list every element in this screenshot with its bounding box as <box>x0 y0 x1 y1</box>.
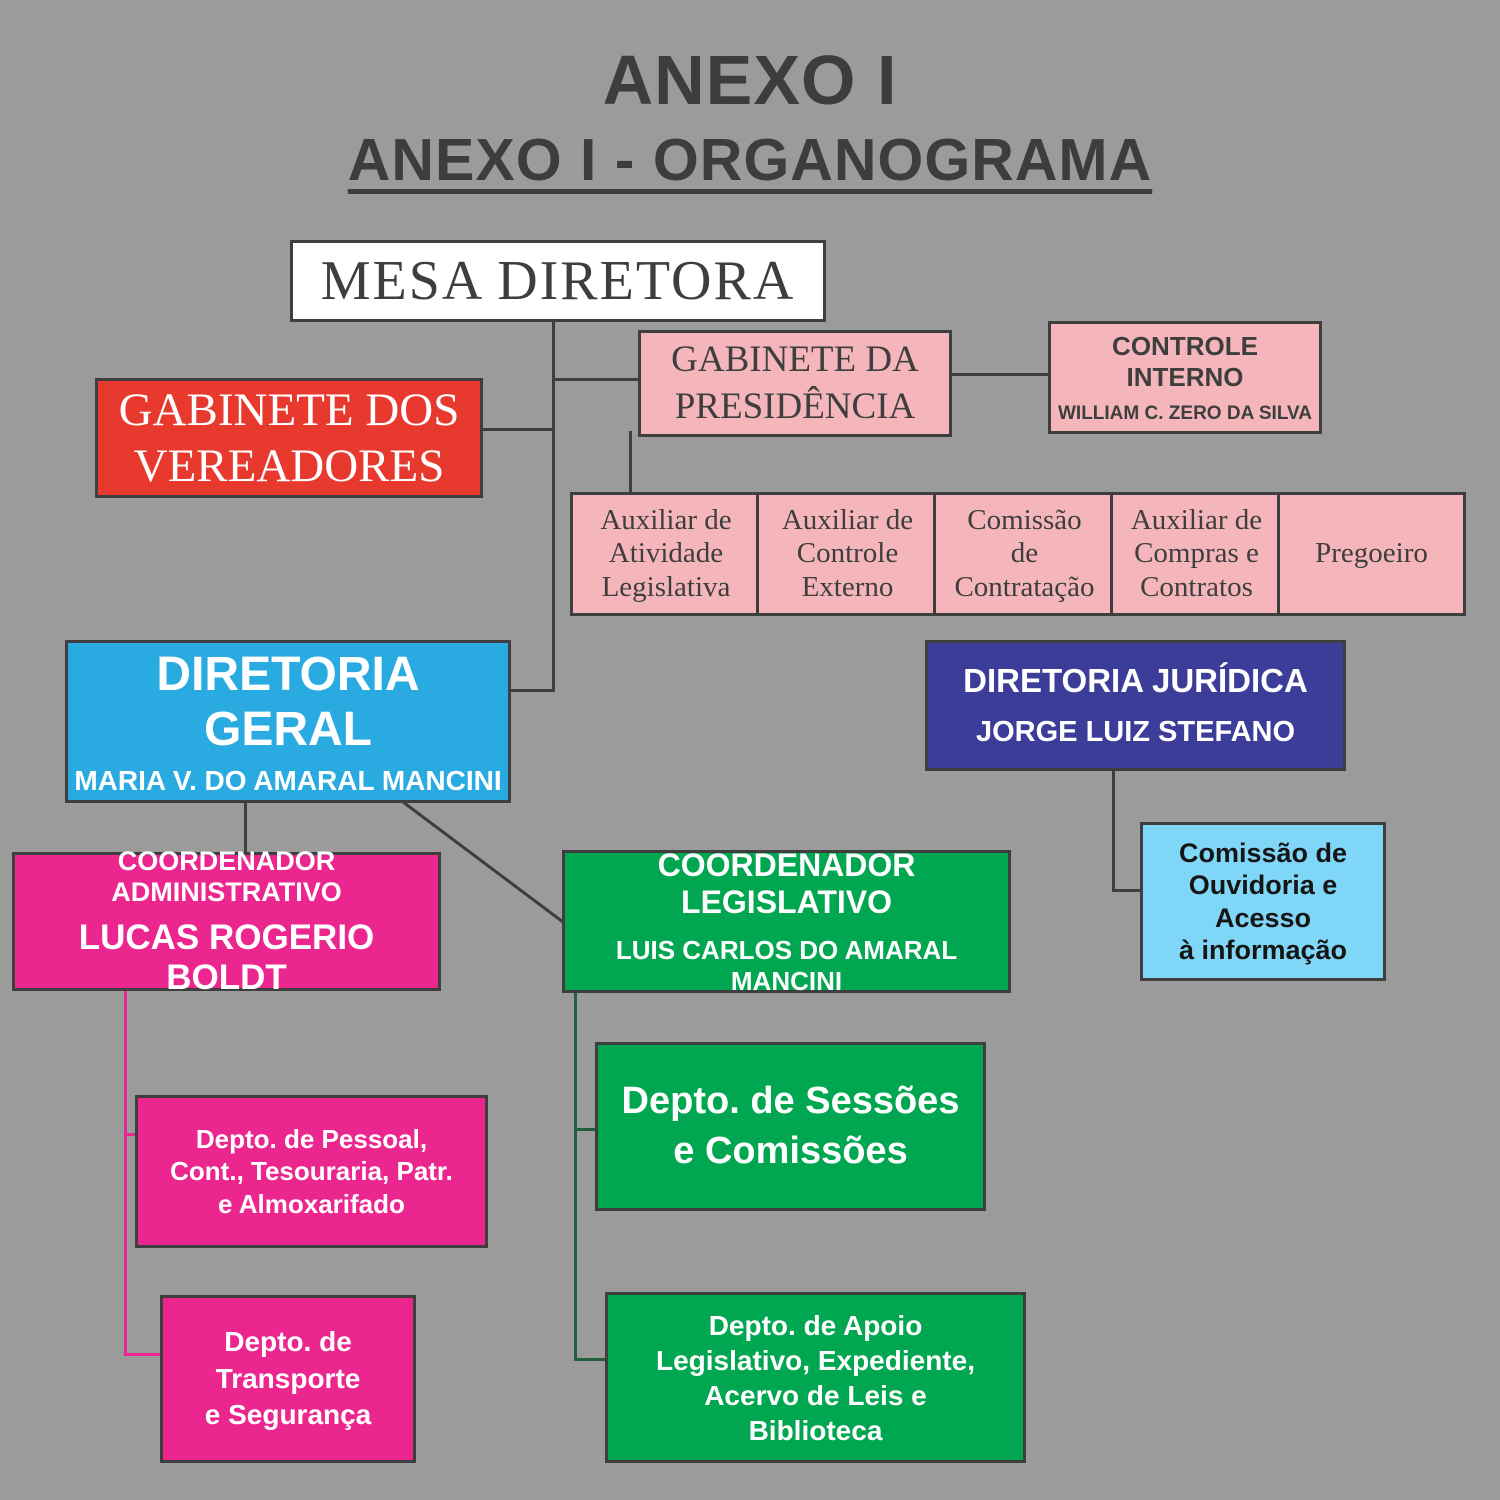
connector-depto-transporte-horizontal <box>124 1353 161 1356</box>
connector-administrativo-subtree-vertical <box>124 985 127 1356</box>
diretoria-geral-person: MARIA V. DO AMARAL MANCINI <box>74 764 502 796</box>
depto-sessoes-label: Depto. de Sessões e Comissões <box>621 1080 960 1172</box>
connector-depto-pessoal-horizontal <box>124 1133 136 1136</box>
node-depto-apoio: Depto. de Apoio Legislativo, Expediente,… <box>605 1292 1026 1463</box>
connector-ouvidoria-horizontal <box>1112 889 1140 892</box>
comissao-contratacao-label: Comissão de Contratação <box>954 503 1095 603</box>
connector-administrativo-vertical <box>244 797 247 852</box>
connector-controle-interno-horizontal <box>946 373 1048 376</box>
node-auxiliar-atividade-legislativa: Auxiliar de Atividade Legislativa <box>570 492 762 616</box>
connector-depto-sessoes-horizontal <box>574 1128 596 1131</box>
node-comissao-contratacao: Comissão de Contratação <box>933 492 1116 616</box>
depto-transporte-label: Depto. de Transporte e Segurança <box>204 1326 372 1431</box>
node-comissao-ouvidoria: Comissão de Ouvidoria e Acesso à informa… <box>1140 822 1386 981</box>
page-subtitle: ANEXO I - ORGANOGRAMA <box>347 127 1153 193</box>
diretoria-juridica-title: DIRETORIA JURÍDICA <box>963 662 1308 699</box>
gabinete-presidencia-label: GABINETE DA PRESIDÊNCIA <box>671 339 919 427</box>
coordenador-legislativo-person: LUIS CARLOS DO AMARAL MANCINI <box>615 934 958 996</box>
node-auxiliar-controle-externo: Auxiliar de Controle Externo <box>756 492 939 616</box>
node-controle-interno: CONTROLE INTERNO WILLIAM C. ZERO DA SILV… <box>1048 321 1322 434</box>
connector-presidencia-vertical <box>629 431 632 492</box>
depto-apoio-label: Depto. de Apoio Legislativo, Expediente,… <box>656 1309 975 1446</box>
node-depto-pessoal: Depto. de Pessoal, Cont., Tesouraria, Pa… <box>135 1095 488 1248</box>
node-diretoria-juridica: DIRETORIA JURÍDICA JORGE LUIZ STEFANO <box>925 640 1346 771</box>
comissao-ouvidoria-label: Comissão de Ouvidoria e Acesso à informa… <box>1178 837 1348 965</box>
connector-juridica-vertical <box>1112 765 1115 892</box>
auxiliar-controle-externo-label: Auxiliar de Controle Externo <box>781 503 914 603</box>
node-gabinete-presidencia: GABINETE DA PRESIDÊNCIA <box>638 330 952 437</box>
connector-mesa-vertical <box>552 316 555 692</box>
auxiliar-compras-label: Auxiliar de Compras e Contratos <box>1130 503 1263 603</box>
diretoria-geral-title: DIRETORIA GERAL <box>156 647 420 756</box>
node-pregoeiro: Pregoeiro <box>1277 492 1466 616</box>
node-depto-transporte: Depto. de Transporte e Segurança <box>160 1295 416 1463</box>
diretoria-juridica-person: JORGE LUIZ STEFANO <box>975 716 1296 748</box>
connector-depto-apoio-horizontal <box>574 1358 606 1361</box>
connector-legislativo-subtree-vertical <box>574 987 577 1361</box>
gabinete-vereadores-label: GABINETE DOS VEREADORES <box>118 383 460 492</box>
node-diretoria-geral: DIRETORIA GERAL MARIA V. DO AMARAL MANCI… <box>65 640 511 803</box>
controle-interno-person: WILLIAM C. ZERO DA SILVA <box>1057 402 1312 424</box>
coordenador-administrativo-person: LUCAS ROGERIO BOLDT <box>78 917 375 997</box>
page-title: ANEXO I <box>602 41 898 119</box>
connector-presidencia-horizontal <box>553 378 638 381</box>
coordenador-legislativo-title: COORDENADOR LEGISLATIVO <box>657 846 916 920</box>
coordenador-administrativo-title: COORDENADOR ADMINISTRATIVO <box>111 845 342 907</box>
pregoeiro-label: Pregoeiro <box>1315 537 1428 570</box>
node-auxiliar-compras-contratos: Auxiliar de Compras e Contratos <box>1110 492 1283 616</box>
mesa-diretora-label: MESA DIRETORA <box>320 250 796 312</box>
connector-vereadores-horizontal <box>477 428 554 431</box>
auxiliar-atividade-label: Auxiliar de Atividade Legislativa <box>600 503 732 603</box>
connector-diretoria-geral-horizontal <box>505 689 553 692</box>
node-mesa-diretora: MESA DIRETORA <box>290 240 826 322</box>
controle-interno-title: CONTROLE INTERNO <box>1112 330 1258 392</box>
node-coordenador-legislativo: COORDENADOR LEGISLATIVO LUIS CARLOS DO A… <box>562 846 1011 996</box>
depto-pessoal-label: Depto. de Pessoal, Cont., Tesouraria, Pa… <box>170 1123 453 1219</box>
node-gabinete-vereadores: GABINETE DOS VEREADORES <box>95 378 483 498</box>
node-coordenador-administrativo: COORDENADOR ADMINISTRATIVO LUCAS ROGERIO… <box>12 846 441 997</box>
node-depto-sessoes: Depto. de Sessões e Comissões <box>595 1042 986 1211</box>
